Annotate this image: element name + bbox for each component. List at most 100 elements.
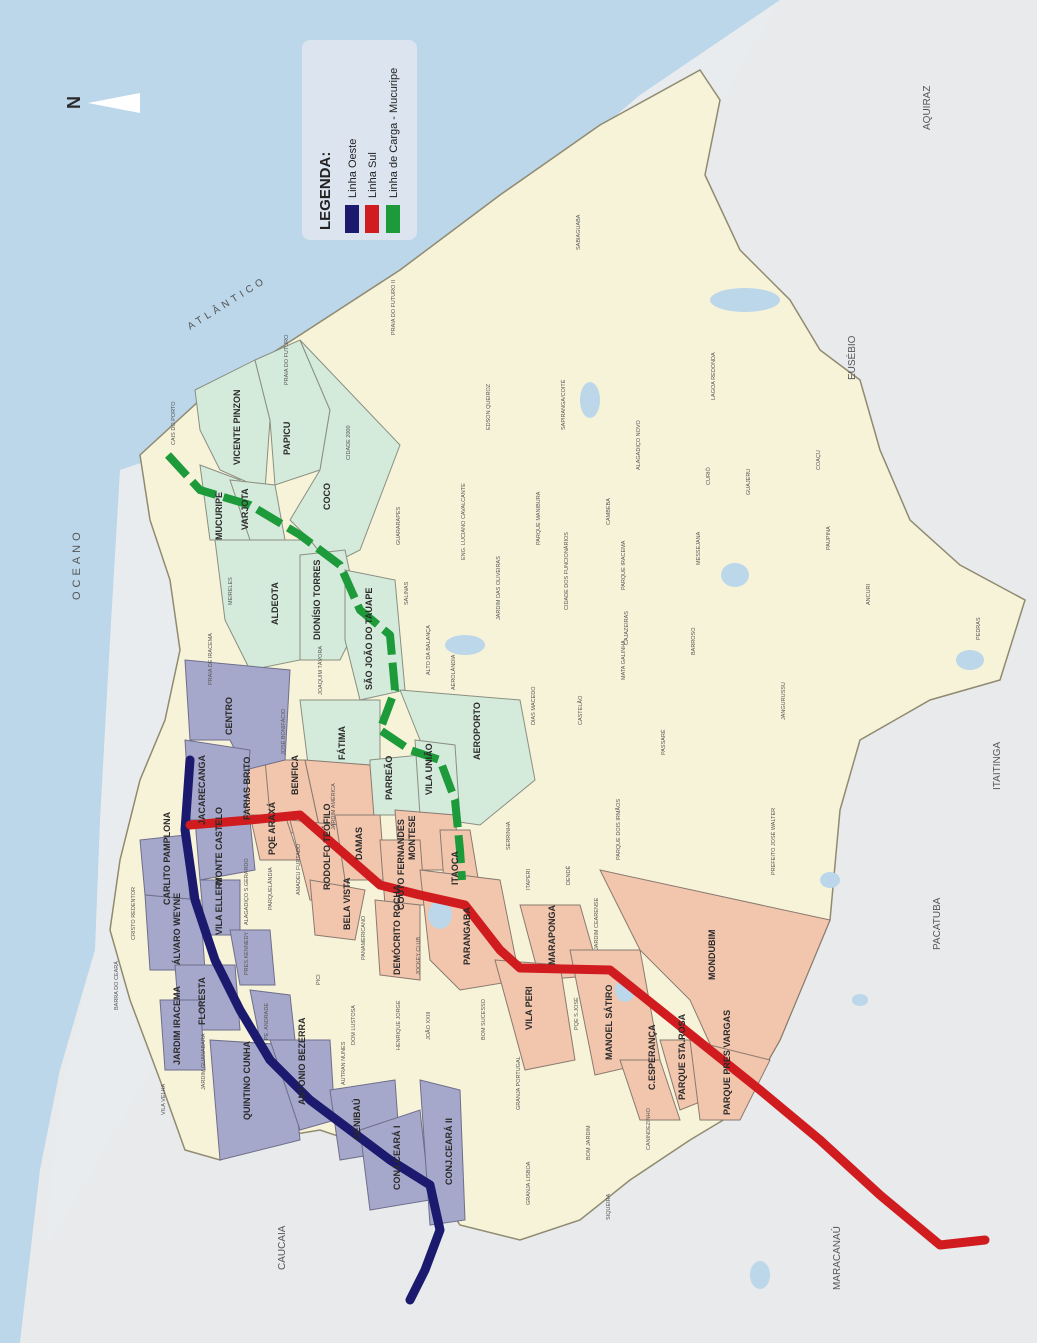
label-edson-queiroz: EDSON QUEIROZ <box>486 383 492 430</box>
label-mondubim: MONDUBIM <box>707 930 717 981</box>
label-ancuri: ANCURI <box>866 583 872 605</box>
label-jose-bonifacio: JOSÉ BONIFÁCIO <box>280 708 287 755</box>
label-guajeru: GUAJERU <box>746 469 752 495</box>
lake <box>721 563 749 587</box>
legend-swatch-carga <box>386 205 400 233</box>
label-antonio-bezerra: ANTÔNIO BEZERRA <box>296 1017 307 1105</box>
small-labels: CAIS DO PORTO PRAIA DO FUTURO PRAIA DO F… <box>113 214 982 1220</box>
district-jardim-iracema <box>159 999 206 1071</box>
label-jardim-iracema: JARDIM IRACEMA <box>172 985 182 1065</box>
district-parreao <box>369 754 421 816</box>
label-dende: DENDÊ <box>564 865 572 885</box>
label-jangurussu: JANGURUSSU <box>781 682 787 720</box>
label-jockey-club: JOCKEY CLUB <box>416 937 422 975</box>
label-maraponga: MARAPONGA <box>547 905 557 965</box>
label-passare: PASSARÉ <box>660 729 667 755</box>
label-vila-uniao: VILA UNIÃO <box>424 743 434 795</box>
label-itaoca: ITAOCA <box>450 851 460 885</box>
label-mucuripe: MUCURIPE <box>214 492 224 540</box>
label-papicu: PAPICU <box>282 422 292 455</box>
label-pqe-sao-jose: PQE S.JOSÉ <box>573 997 580 1030</box>
label-alagadico-s-gerardo: ALAGADIÇO S.GERARDO <box>244 858 250 925</box>
label-cajazeiras: CAJAZEIRAS <box>624 611 630 645</box>
label-vila-ellery: VILA ELLERY <box>214 877 224 935</box>
label-democrito: DEMÓCRITO ROCHA <box>391 884 402 975</box>
legend-title: LEGENDA: <box>317 152 334 230</box>
legend-box <box>302 40 417 240</box>
lake <box>445 635 485 655</box>
label-dias-macedo: DIAS MACEDO <box>531 686 537 725</box>
label-joao-xxiii: JOÃO XXIII <box>425 1011 432 1040</box>
label-barroso: BARROSO <box>691 627 697 655</box>
label-autran-nunes: AUTRAN NUNES <box>341 1041 347 1085</box>
line-sul <box>185 810 990 1250</box>
label-varjota: VARJOTA <box>240 488 250 530</box>
label-dionisio: DIONÍSIO TORRES <box>312 560 322 640</box>
legend-label-carga: Linha de Carga - Mucuripe <box>388 68 400 198</box>
label-vila-velha: VILA VELHA <box>161 1083 167 1115</box>
north-arrow-letter: N <box>64 96 84 109</box>
label-conj-ceara-ii: CONJ.CEARÁ II <box>444 1118 454 1185</box>
district-labels: VICENTE PINZON PAPICU COCO MUCURIPE VARJ… <box>162 389 732 1190</box>
label-jardim-oliveiras: JARDIM DAS OLIVEIRAS <box>496 556 502 620</box>
label-jardim-guanabara: JARDIM GUANABARA <box>201 1033 207 1090</box>
municipality-labels: AQUIRAZ EUSÉBIO ITAITINGA PACATUBA MARAC… <box>277 86 1003 1290</box>
label-joaquim-tavora: JOAQUIM TÁVORA <box>317 646 324 695</box>
district-aeroporto <box>399 689 536 826</box>
ocean-label: OCEANO <box>71 528 83 600</box>
municipality-caucaia: CAUCAIA <box>277 1225 288 1270</box>
label-paupina: PAUPINA <box>826 526 832 550</box>
label-vicente-pinzon: VICENTE PINZON <box>232 389 242 465</box>
label-alto-balanca: ALTO DA BALANÇA <box>426 625 432 675</box>
label-montese: MONTESE <box>407 815 417 860</box>
label-floresta: FLORESTA <box>197 977 207 1025</box>
label-castelao: CASTELÃO <box>577 695 584 725</box>
label-cidade-funcionarios: CIDADE DOS FUNCIONÁRIOS <box>563 532 570 610</box>
legend-label-sul: Linha Sul <box>367 152 379 198</box>
label-siqueira: SIQUEIRA <box>606 1193 612 1220</box>
label-lagoa-redonda: LAGOA REDONDA <box>711 352 717 400</box>
label-panamericano: PANAMERICANO <box>361 915 367 960</box>
lakes <box>428 288 984 1289</box>
municipality-pacatuba: PACATUBA <box>932 897 943 950</box>
district-pres-kennedy <box>229 929 276 986</box>
north-arrow: N <box>64 93 140 113</box>
label-sabiaguaba: SABIAGUABA <box>576 214 582 250</box>
label-cristo-redentor: CRISTO REDENTOR <box>131 887 137 940</box>
label-monte-castelo: MONTE CASTELO <box>214 807 224 885</box>
lake <box>956 650 984 670</box>
lake <box>580 382 600 418</box>
label-alvaro: ÁLVARO WEYNE <box>172 893 182 965</box>
lake <box>820 872 840 888</box>
label-sapiranga: SAPIRANGA/COITÉ <box>560 379 567 430</box>
district-democrito <box>374 899 421 981</box>
label-granja-lisboa: GRANJA LISBOA <box>526 1161 532 1205</box>
label-parque-dois-irmaos: PARQUE DOIS IRMÃOS <box>615 799 622 860</box>
label-granja-portugal: GRANJA PORTUGAL <box>516 1056 522 1110</box>
label-fatima: FÁTIMA <box>337 726 347 760</box>
label-cidade-2000: CIDADE 2000 <box>346 425 352 460</box>
municipality-aquiraz: AQUIRAZ <box>922 86 933 130</box>
line-oeste <box>180 755 445 1305</box>
label-pq-sta-rosa: PARQUE STA.ROSA <box>677 1013 687 1100</box>
label-parquelandia: PARQUELÂNDIA <box>267 867 274 910</box>
label-carlito: CARLITO PAMPLONA <box>162 811 172 905</box>
label-parreao: PARREÃO <box>384 756 394 800</box>
district-vila-peri <box>494 959 576 1071</box>
label-aerolandia: AEROLÂNDIA <box>450 654 457 690</box>
label-vila-peri: VILA PERI <box>524 986 534 1030</box>
label-benfica: BENFICA <box>290 755 300 795</box>
label-aeroporto: AEROPORTO <box>472 702 482 760</box>
label-centro: CENTRO <box>224 697 234 735</box>
label-rodolfo: RODOLFO TEÓFILO <box>321 804 332 891</box>
municipality-eusebio: EUSÉBIO <box>845 335 858 380</box>
label-messejana: MESSEJANA <box>696 531 702 565</box>
label-c-esperanca: C.ESPERANÇA <box>647 1024 657 1090</box>
label-pe-andrade: PE. ANDRADE <box>264 1003 270 1040</box>
label-pici: PICI <box>316 974 322 985</box>
legend-label-oeste: Linha Oeste <box>347 139 359 198</box>
lake <box>852 994 868 1006</box>
label-dom-lustosa: DOM LUSTOSA <box>351 1005 357 1045</box>
label-barra-ceara: BARRA DO CEARÁ <box>113 961 120 1010</box>
